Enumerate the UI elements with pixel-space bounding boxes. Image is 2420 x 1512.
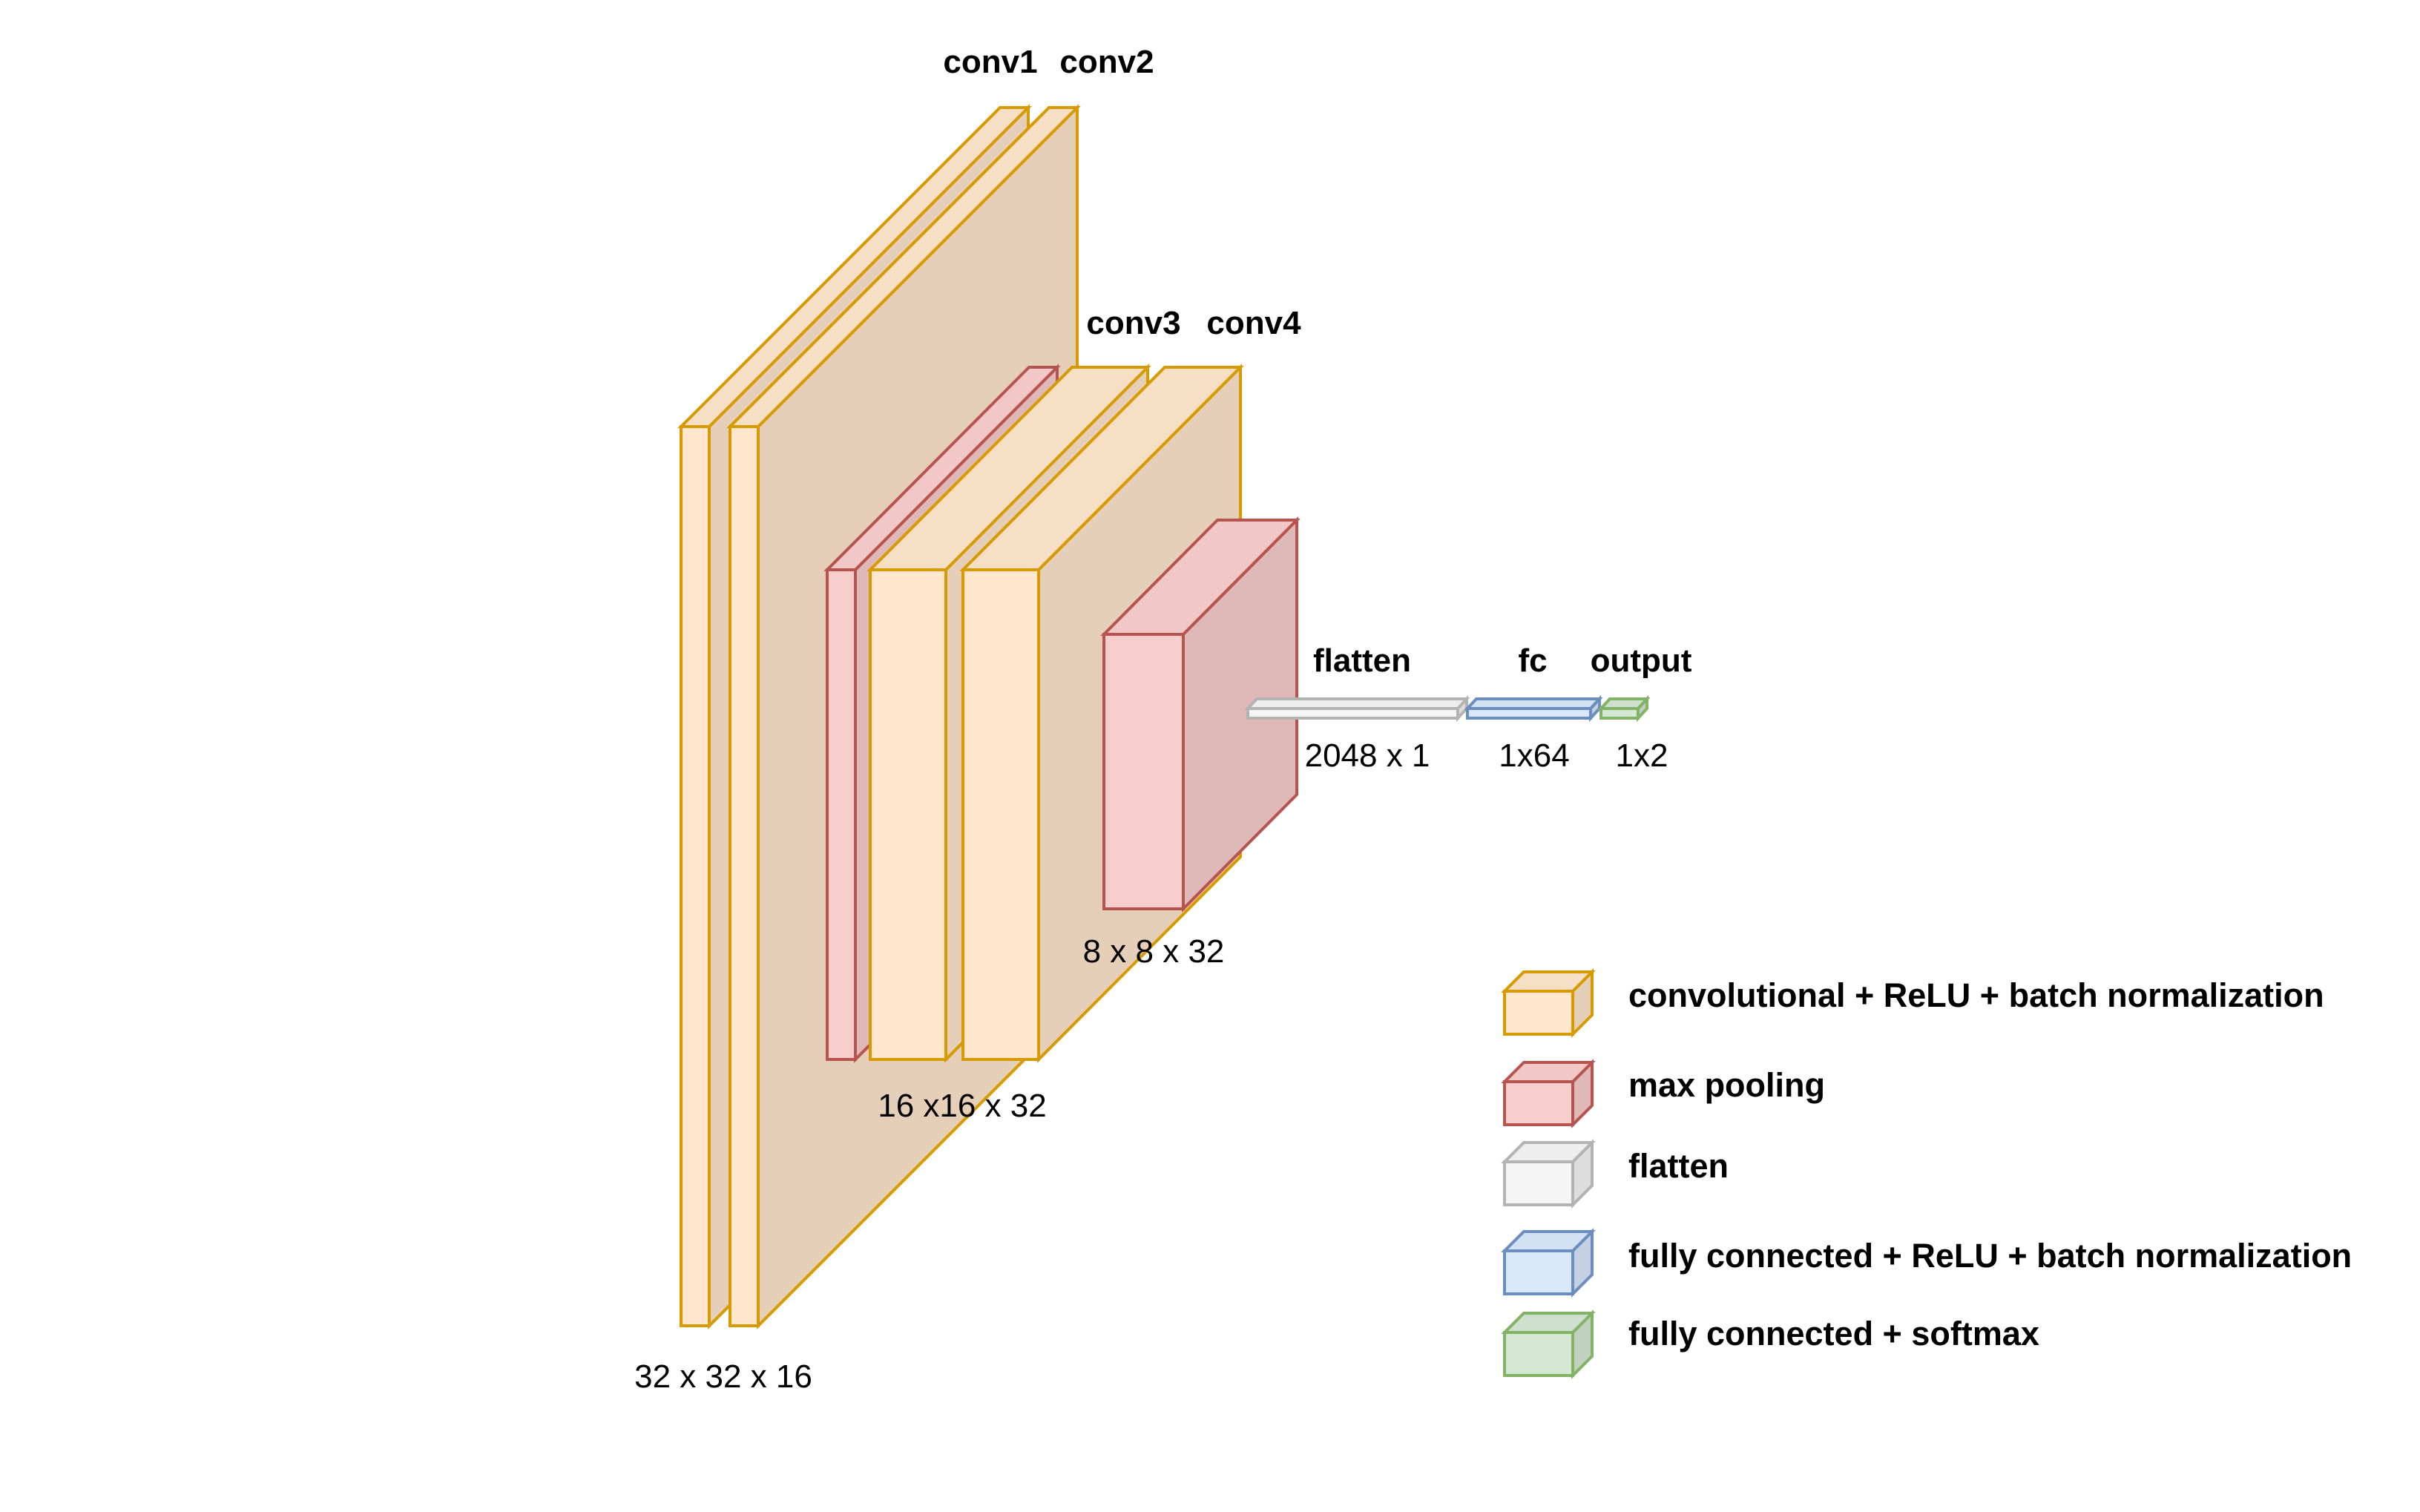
legend-swatch-conv [1501,968,1596,1038]
block-pool2 [1100,516,1301,913]
dim-flatten: 2048 x 1 [1305,737,1430,774]
block-flatten-front [1246,707,1459,720]
legend-swatch-fc-front [1503,1249,1574,1295]
legend-swatch-softmax [1501,1309,1596,1379]
legend-swatch-flatten-front [1503,1160,1574,1206]
legend-item-pool: max pooling [1501,1059,1825,1128]
legend-label-fc: fully connected + ReLU + batch normaliza… [1628,1237,2352,1275]
label-output: output [1591,642,1692,679]
legend-swatch-pool [1501,1059,1596,1128]
legend-item-softmax: fully connected + softmax [1501,1309,2039,1379]
block-fc [1464,694,1603,723]
block-pool2-front [1102,633,1185,910]
label-conv2: conv2 [1059,44,1154,80]
block-output [1597,694,1651,723]
legend-item-flatten: flatten [1501,1139,1729,1209]
block-flatten [1244,694,1470,723]
legend-swatch-softmax-front [1503,1331,1574,1377]
block-output-front [1599,707,1640,720]
legend-swatch-conv-front [1503,990,1574,1036]
dim-stage1: 32 x 32 x 16 [634,1358,812,1395]
block-conv1-front [680,425,711,1327]
legend-swatch-pool-front [1503,1080,1574,1126]
legend-swatch-flatten [1501,1139,1596,1209]
block-pool1-front [826,568,857,1061]
label-conv3: conv3 [1086,305,1180,341]
block-conv3-front [869,568,947,1061]
dim-fc: 1x64 [1499,737,1569,774]
legend-swatch-fc [1501,1228,1596,1298]
legend-label-softmax: fully connected + softmax [1628,1315,2039,1352]
block-conv2-front [729,425,760,1327]
legend-label-conv: convolutional + ReLU + batch normalizati… [1628,976,2324,1014]
label-conv4: conv4 [1206,305,1301,341]
legend-item-conv: convolutional + ReLU + batch normalizati… [1501,968,2324,1038]
legend-label-flatten: flatten [1628,1147,1729,1185]
label-conv1: conv1 [943,44,1037,80]
label-flatten: flatten [1313,642,1411,679]
legend-item-fc: fully connected + ReLU + batch normaliza… [1501,1228,2352,1298]
block-fc-front [1466,707,1592,720]
legend: convolutional + ReLU + batch normalizati… [1501,968,2352,1379]
network-blocks [677,104,1651,1329]
legend-label-pool: max pooling [1628,1066,1825,1104]
dim-output: 1x2 [1616,737,1668,774]
block-conv4-front [961,568,1040,1061]
dim-stage2: 16 x16 x 32 [878,1088,1047,1124]
label-fc: fc [1518,642,1547,679]
dim-stage3: 8 x 8 x 32 [1083,933,1225,970]
